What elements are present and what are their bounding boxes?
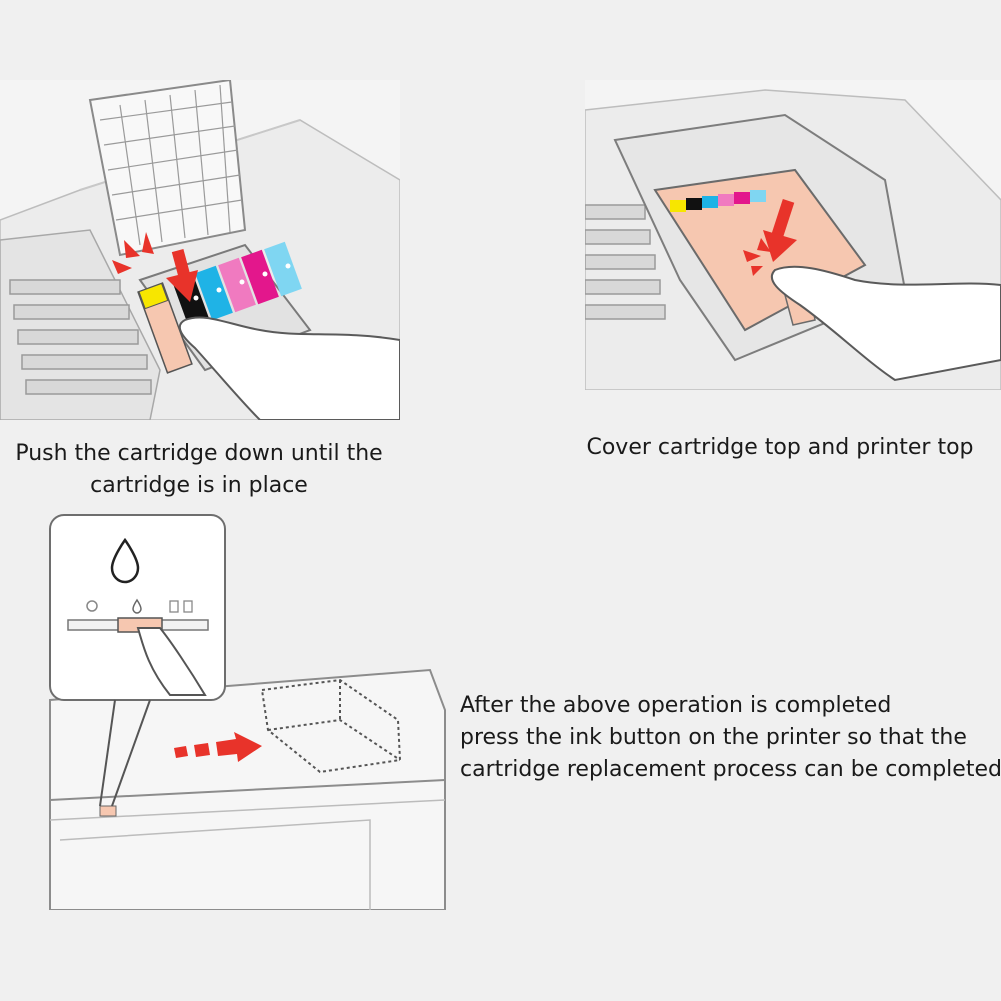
control-panel-inset: [49, 514, 226, 807]
finger-illustration: [136, 627, 207, 696]
paper-icon: [169, 600, 179, 613]
hand-illustration: [178, 316, 400, 420]
step-1-illustration: [0, 80, 400, 420]
caption-line: cartridge replacement process can be com…: [460, 757, 1001, 782]
ink-drop-icon: [110, 537, 140, 584]
red-arrow-icon: [743, 199, 797, 276]
caption-line: Cover cartridge top and printer top: [586, 435, 974, 460]
step-2-illustration: [585, 80, 1001, 390]
step-3-illustration: [40, 510, 450, 910]
open-cartridge-lid: [88, 80, 247, 257]
red-arrow-icon: [112, 232, 198, 302]
red-arrow-icon: [174, 732, 262, 762]
cartridge-insertion-illustration: [0, 80, 400, 420]
power-icon: [86, 600, 98, 612]
step-1-caption: Push the cartridge down until the cartri…: [0, 438, 398, 502]
step-3-caption: After the above operation is completed p…: [460, 690, 1001, 786]
cover-closing-illustration: [585, 80, 1001, 390]
caption-line: After the above operation is completed: [460, 693, 892, 718]
step-2-caption: Cover cartridge top and printer top: [560, 432, 1000, 464]
caption-line: cartridge is in place: [90, 473, 308, 498]
dotted-cover-outline: [260, 678, 402, 774]
caption-line: Push the cartridge down until the: [15, 441, 383, 466]
caption-line: press the ink button on the printer so t…: [460, 725, 967, 750]
ink-button-illustration: [49, 514, 446, 910]
